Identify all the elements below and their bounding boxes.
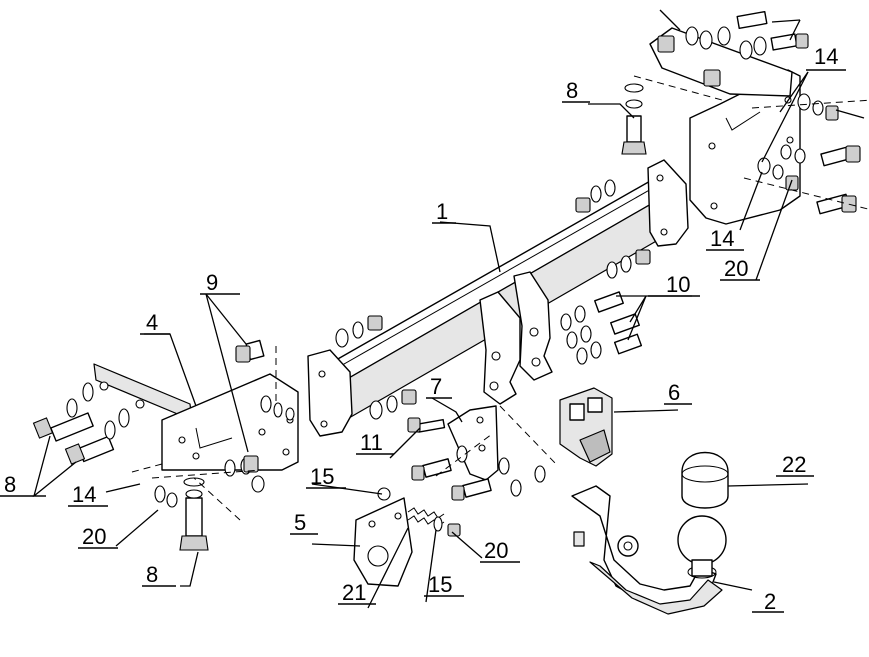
- crossbar-center-bracket-right: [513, 271, 553, 381]
- callout-4: 4: [146, 310, 158, 335]
- electrical-module: [559, 387, 613, 467]
- crossbar-right-flange: [647, 159, 689, 247]
- callout-8-bottom: 8: [146, 562, 158, 587]
- bolt-bottom-vertical: [179, 477, 209, 551]
- callout-9: 9: [206, 270, 218, 295]
- socket-bolts: [411, 445, 546, 501]
- bolt-9-upper: [235, 339, 265, 363]
- socket-mount-plate: [447, 405, 499, 481]
- washers-left: [66, 382, 130, 440]
- callout-2: 2: [764, 589, 776, 614]
- bolt-left-lower: [64, 435, 115, 465]
- ball-cap: [681, 451, 729, 509]
- leader-lines: [32, 9, 865, 609]
- hardware-upper-center: [335, 315, 383, 348]
- top-right-clamp-plate: [649, 27, 793, 97]
- crossbar-left-flange: [307, 349, 353, 437]
- tow-ball: [677, 515, 727, 579]
- nuts-mid-right: [575, 179, 651, 279]
- hardware-lower-center: [369, 389, 417, 420]
- crossbar-center-bracket-left: [479, 291, 521, 405]
- bolt-9-lower: [224, 455, 259, 477]
- callout-labels: 1 2 4 5 6 7 8 8 8 9 10 11 14 14 14 15 15: [0, 44, 846, 614]
- bolt-11: [407, 417, 446, 433]
- bolt-8-top: [621, 83, 647, 155]
- callout-6: 6: [668, 380, 680, 405]
- callout-21: 21: [342, 580, 366, 605]
- callout-20-left: 20: [82, 524, 106, 549]
- washers-10: [560, 305, 602, 365]
- callout-10: 10: [666, 272, 690, 297]
- socket-washer-nut: [377, 487, 461, 537]
- callout-7: 7: [430, 374, 442, 399]
- callout-14-top: 14: [814, 44, 838, 69]
- callout-15-top: 15: [310, 464, 334, 489]
- callout-20-bottom: 20: [484, 538, 508, 563]
- assembly-dashed-lines: [131, 75, 869, 521]
- bolt-left-upper: [32, 412, 94, 442]
- tow-ball-neck: [571, 485, 723, 615]
- callout-8-top: 8: [566, 78, 578, 103]
- callout-11: 11: [360, 430, 383, 455]
- callout-20-right: 20: [724, 256, 748, 281]
- callout-5: 5: [294, 510, 306, 535]
- callout-15-bottom: 15: [428, 572, 452, 597]
- callout-14-right: 14: [710, 226, 734, 251]
- hardware-right-edge: [757, 93, 861, 215]
- callout-22: 22: [782, 452, 806, 477]
- callout-1: 1: [436, 199, 448, 224]
- nuts-9: [260, 395, 295, 421]
- electrical-socket-plate: [353, 497, 413, 587]
- callout-8-left: 8: [4, 472, 16, 497]
- callout-14-left: 14: [72, 482, 96, 507]
